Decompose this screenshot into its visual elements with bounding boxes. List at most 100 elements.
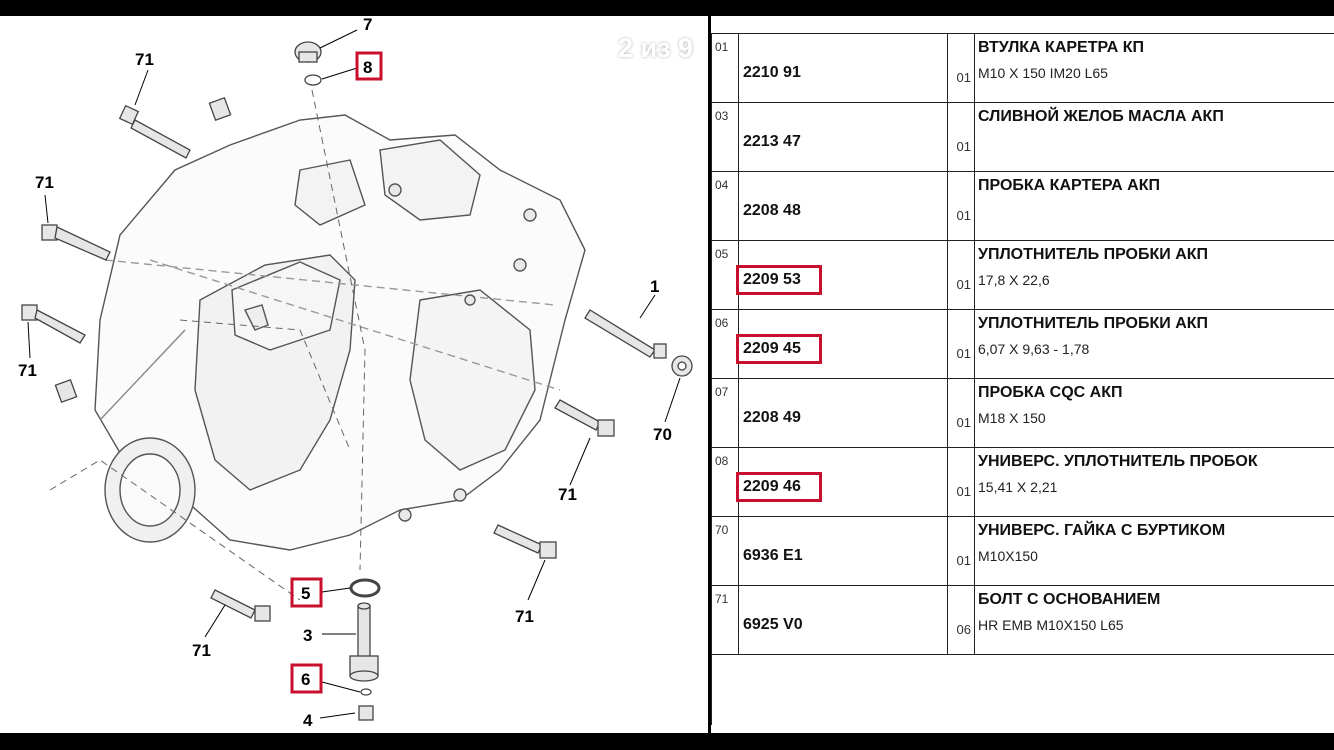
part-spec: M18 X 150: [978, 410, 1046, 426]
ref-highlight-box: [736, 334, 822, 364]
part-spec: 15,41 X 2,21: [978, 479, 1058, 495]
quantity-cell: 01: [947, 33, 975, 103]
part-title: СЛИВНОЙ ЖЕЛОБ МАСЛА АКП: [978, 108, 1224, 125]
row-number-cell: 03: [711, 102, 739, 172]
plug-housing: [349, 655, 379, 682]
row-number-cell: 70: [711, 516, 739, 586]
part-ref-cell: 2209 46: [736, 447, 948, 517]
part-spec: HR EMB M10X150 L65: [978, 617, 1124, 633]
description-cell: ВТУЛКА КАРЕТРА КП M10 X 150 IM20 L65: [974, 33, 1334, 103]
part-spec: M10 X 150 IM20 L65: [978, 65, 1108, 81]
row-number-cell: 71: [711, 585, 739, 655]
ref-highlight-box: [736, 265, 822, 295]
row-number-cell: 08: [711, 447, 739, 517]
callout-71-left-1: 71: [35, 173, 54, 192]
row-number-cell: 07: [711, 378, 739, 448]
callout-labels: 7 8 71 71 71 1 70 71 71 71 5 3 6 4: [18, 16, 672, 730]
part-title: УНИВЕРС. УПЛОТНИТЕЛЬ ПРОБОК: [978, 453, 1258, 470]
close-icon: [1206, 36, 1238, 68]
bolt-71-right-mid: [554, 399, 615, 437]
quantity-cell: 01: [947, 102, 975, 172]
part-ref-cell: 2208 48: [738, 171, 948, 241]
part-ref-cell: 6925 V0: [738, 585, 948, 655]
description-cell: СЛИВНОЙ ЖЕЛОБ МАСЛА АКП: [974, 102, 1334, 172]
empty-row: [711, 654, 1334, 725]
ref-highlight-box: [736, 472, 822, 502]
quantity: 01: [956, 139, 971, 154]
callout-70: 70: [653, 425, 672, 444]
part-ref-cell: 2209 45: [736, 309, 948, 379]
quantity: 01: [956, 208, 971, 223]
callout-71-bottom: 71: [192, 641, 211, 660]
callout-highlight-5: [290, 577, 323, 608]
quantity-cell: 01: [947, 171, 975, 241]
quantity-cell: 01: [947, 240, 975, 310]
description-cell: ПРОБКА CQC АКП M18 X 150: [974, 378, 1334, 448]
guide-lines: [49, 89, 366, 601]
callout-4: 4: [303, 711, 313, 730]
part-ref: 2210 91: [743, 64, 801, 81]
row-number: 70: [715, 523, 729, 537]
part-title: ПРОБКА CQC АКП: [978, 384, 1123, 401]
parts-row: 04 2208 48 01 ПРОБКА КАРТЕРА АКП: [711, 171, 1334, 241]
seal-6: [360, 688, 372, 696]
exploded-parts-diagram: 7 8 71 71 71 1 70 71 71 71 5 3 6 4: [0, 16, 708, 733]
bolt-71-left-2: [21, 304, 86, 344]
seal-5: [349, 578, 381, 598]
part-ref-cell: 2213 47: [738, 102, 948, 172]
quantity-cell: 01: [947, 447, 975, 517]
quantity-cell: 01: [947, 309, 975, 379]
pin-left-1: [208, 96, 232, 122]
part-ref: 6936 E1: [743, 547, 803, 564]
leader-lines: [27, 29, 681, 719]
row-number: 05: [715, 247, 729, 261]
quantity-cell: 01: [947, 378, 975, 448]
description-cell: БОЛТ С ОСНОВАНИЕМ HR EMB M10X150 L65: [974, 585, 1334, 655]
part-ref-cell: 6936 E1: [738, 516, 948, 586]
bolt-71-bottom: [210, 589, 271, 622]
quantity: 01: [956, 484, 971, 499]
row-number-cell: 01: [711, 33, 739, 103]
bolts: [21, 41, 693, 721]
description-cell: ПРОБКА КАРТЕРА АКП: [974, 171, 1334, 241]
transmission-housing: [94, 114, 586, 551]
callout-3: 3: [303, 626, 312, 645]
bottom-bar: [0, 733, 1334, 750]
part-title: УНИВЕРС. ГАЙКА С БУРТИКОМ: [978, 522, 1226, 539]
description-cell: УПЛОТНИТЕЛЬ ПРОБКИ АКП 17,8 X 22,6: [974, 240, 1334, 310]
part-title: БОЛТ С ОСНОВАНИЕМ: [978, 591, 1161, 608]
part-title: УПЛОТНИТЕЛЬ ПРОБКИ АКП: [978, 246, 1209, 263]
pin-left-2: [54, 378, 78, 404]
row-number: 06: [715, 316, 729, 330]
part-spec: M10X150: [978, 548, 1038, 564]
quantity: 01: [956, 553, 971, 568]
callout-7: 7: [363, 16, 372, 34]
seal-8: [304, 74, 322, 86]
plug-7: [294, 41, 322, 63]
row-number: 01: [715, 40, 729, 54]
callout-6: 6: [301, 670, 310, 689]
diagram-drawing: 7 8 71 71 71 1 70 71 71 71 5 3 6 4: [18, 16, 693, 730]
description-cell: УНИВЕРС. ГАЙКА С БУРТИКОМ M10X150: [974, 516, 1334, 586]
bolt-71-right-low: [493, 524, 557, 559]
part-title: ВТУЛКА КАРЕТРА КП: [978, 39, 1145, 56]
parts-row: 70 6936 E1 01 УНИВЕРС. ГАЙКА С БУРТИКОМ M10X…: [711, 516, 1334, 586]
quantity-cell: 06: [947, 585, 975, 655]
part-ref: 2208 48: [743, 202, 801, 219]
close-button[interactable]: [1202, 32, 1242, 72]
quantity-cell: 01: [947, 516, 975, 586]
part-ref: 2208 49: [743, 409, 801, 426]
callout-71-left-2: 71: [18, 361, 37, 380]
part-title: ПРОБКА КАРТЕРА АКП: [978, 177, 1160, 194]
part-ref: 2213 47: [743, 133, 801, 150]
part-spec: 17,8 X 22,6: [978, 272, 1050, 288]
row-number: 04: [715, 178, 729, 192]
quantity: 01: [956, 277, 971, 292]
quantity: 01: [956, 346, 971, 361]
image-counter: 2 из 9: [618, 33, 694, 63]
